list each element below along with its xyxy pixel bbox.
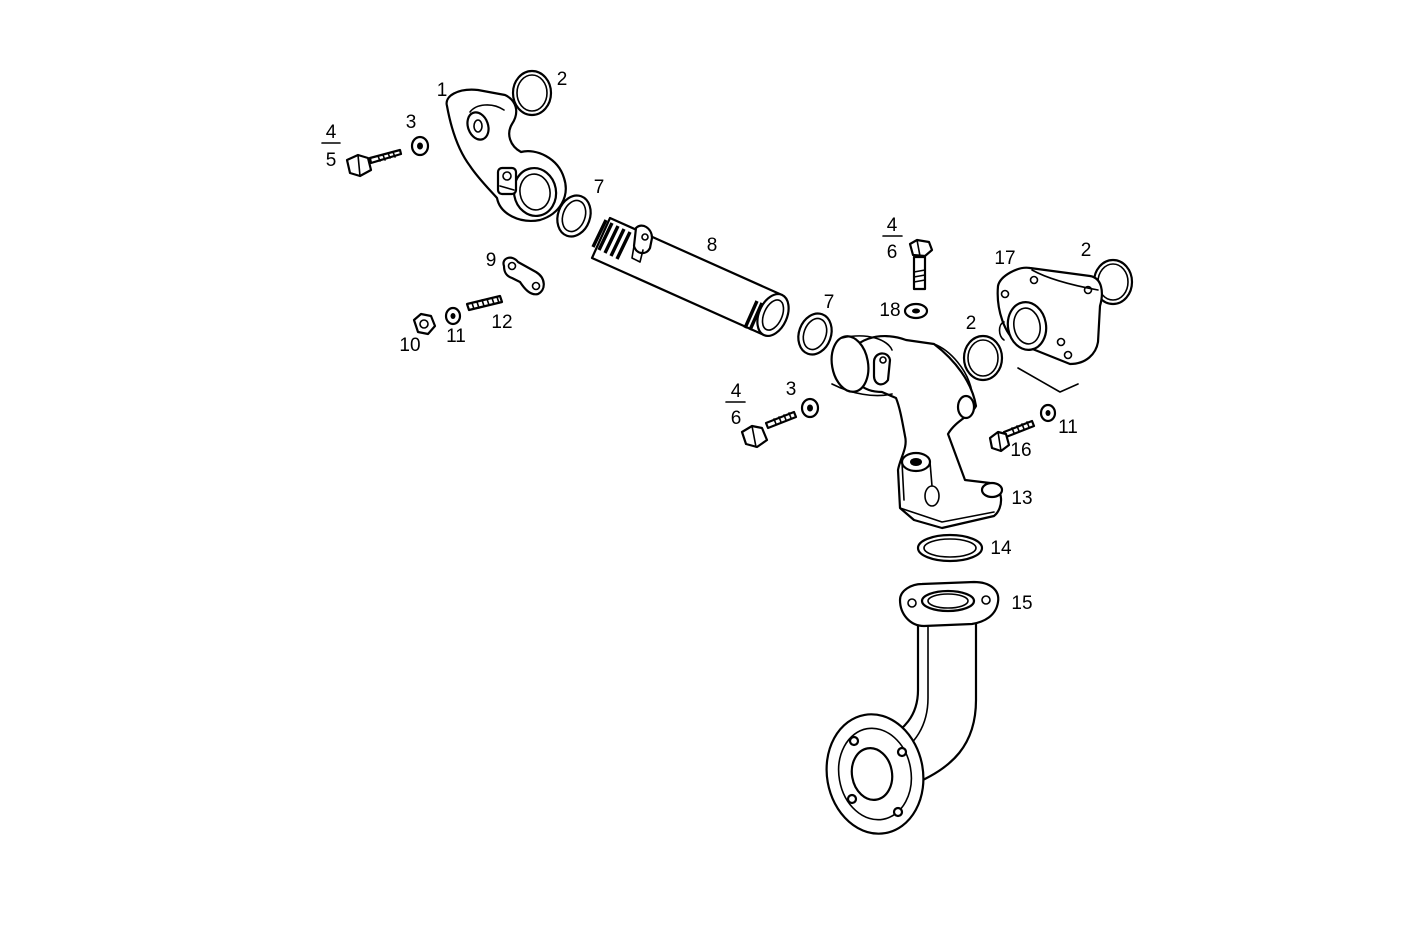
- leader-line-11: [1017, 367, 1079, 393]
- part-14-gasket: [916, 533, 984, 563]
- callout-8: 8: [707, 235, 718, 256]
- callout-17: 17: [994, 248, 1015, 269]
- callout-10: 10: [399, 335, 420, 356]
- part-3-washer: [410, 135, 430, 157]
- part-7-gasket: [556, 194, 592, 238]
- callout-2: 2: [557, 69, 568, 90]
- part-11-washer: [444, 306, 462, 326]
- callout-18: 18: [879, 300, 900, 321]
- part-17-flange-block: [996, 266, 1103, 366]
- part-4-6-bolt-lower: [740, 410, 798, 449]
- part-3-washer: [800, 397, 820, 419]
- callout-7: 7: [824, 292, 835, 313]
- callout-4: 4: [731, 381, 742, 402]
- part-7-gasket: [797, 312, 833, 356]
- part-15-exhaust-bend: [825, 580, 1000, 835]
- part-2-o-ring: [962, 334, 1004, 382]
- part-10-nut: [412, 312, 437, 336]
- part-2-o-ring: [511, 69, 553, 117]
- part-18-washer: [903, 302, 929, 320]
- part-4-5-bolt: [345, 148, 403, 178]
- callout-11: 11: [446, 326, 466, 347]
- part-16-bolt: [988, 419, 1036, 453]
- callout-13: 13: [1011, 488, 1032, 509]
- callout-12: 12: [491, 312, 512, 333]
- callout-4: 4: [326, 122, 337, 143]
- part-11-washer: [1039, 403, 1057, 423]
- part-8-pipe: [590, 216, 790, 337]
- callout-15: 15: [1011, 593, 1032, 614]
- part-9-plate: [502, 256, 545, 296]
- callout-1: 1: [437, 80, 448, 101]
- callout-7: 7: [594, 177, 605, 198]
- callout-5: 5: [326, 150, 337, 171]
- callout-6: 6: [731, 408, 742, 429]
- callout-16: 16: [1010, 440, 1031, 461]
- callout-11: 11: [1058, 417, 1078, 438]
- callout-2: 2: [966, 313, 977, 334]
- callout-2: 2: [1081, 240, 1092, 261]
- callout-9: 9: [486, 250, 497, 271]
- part-1-elbow-manifold: [445, 88, 567, 222]
- callout-4: 4: [887, 215, 898, 236]
- callout-3: 3: [406, 112, 417, 133]
- part-4-6-bolt-vertical: [908, 238, 934, 291]
- callout-3: 3: [786, 379, 797, 400]
- part-13-elbow-manifold: [830, 335, 1004, 530]
- callout-6: 6: [887, 242, 898, 263]
- part-12-stud: [465, 294, 504, 312]
- callout-14: 14: [990, 538, 1012, 559]
